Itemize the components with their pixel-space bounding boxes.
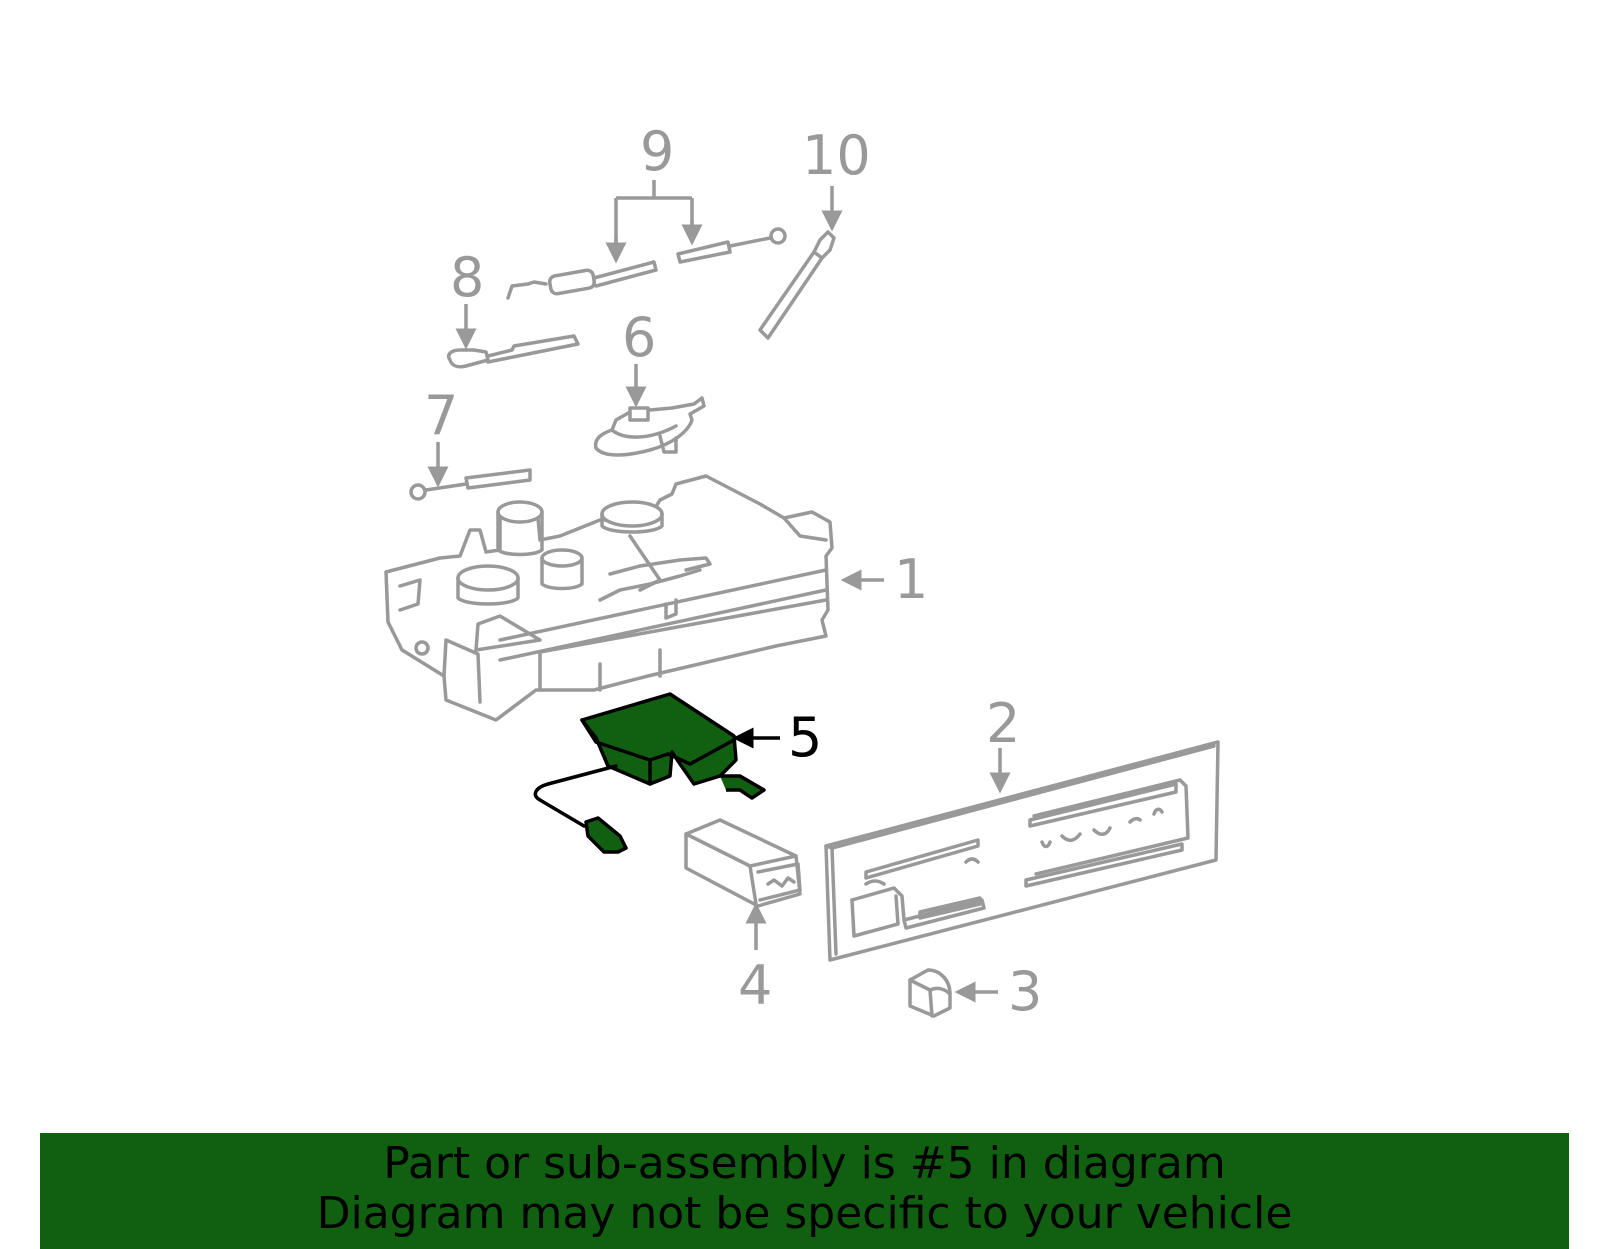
callout-4: 4 bbox=[738, 954, 772, 1017]
banner-line-1: Part or sub-assembly is #5 in diagram bbox=[383, 1138, 1226, 1189]
parts-diagram: 1 2 3 4 5 6 7 8 9 10 bbox=[384, 120, 1220, 1023]
callout-10: 10 bbox=[802, 124, 871, 187]
part-3-cap bbox=[908, 968, 952, 1018]
callout-6: 6 bbox=[622, 306, 656, 369]
part-9-cables bbox=[506, 227, 787, 300]
leader-lines bbox=[427, 180, 1011, 1003]
callout-8: 8 bbox=[450, 246, 484, 309]
info-banner: Part or sub-assembly is #5 in diagram Di… bbox=[40, 1133, 1569, 1249]
part-8-cable bbox=[447, 334, 580, 369]
part-2-panel bbox=[824, 740, 1220, 962]
part-7-cable bbox=[409, 468, 532, 501]
callout-5: 5 bbox=[788, 706, 822, 769]
callout-9: 9 bbox=[640, 120, 674, 183]
part-10-cable bbox=[758, 230, 836, 340]
callout-7: 7 bbox=[424, 384, 458, 447]
part-1-control-assembly bbox=[384, 474, 834, 722]
banner-line-2: Diagram may not be specific to your vehi… bbox=[316, 1188, 1293, 1239]
part-5-module-highlighted bbox=[533, 692, 766, 854]
callout-2: 2 bbox=[986, 692, 1020, 755]
part-6-lever bbox=[593, 396, 706, 457]
part-4-knob bbox=[684, 818, 802, 908]
callout-labels: 1 2 3 4 5 6 7 8 9 10 bbox=[424, 120, 1042, 1023]
callout-3: 3 bbox=[1008, 960, 1042, 1023]
callout-1: 1 bbox=[894, 548, 928, 611]
